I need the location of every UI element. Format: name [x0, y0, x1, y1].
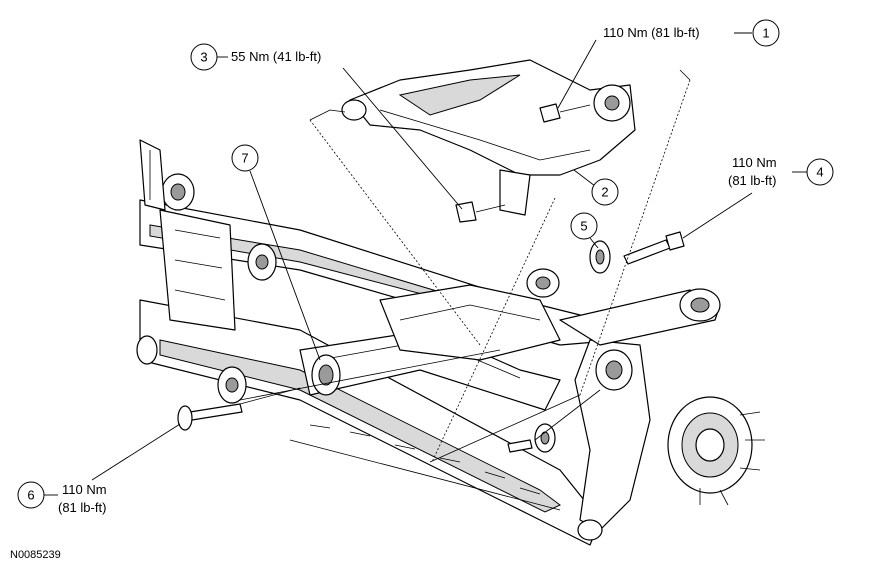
- callout-6-torque-line2: (81 lb-ft): [58, 500, 106, 515]
- callout-1-torque: 110 Nm (81 lb-ft): [603, 25, 700, 40]
- figure-id: N0085239: [10, 549, 61, 561]
- callout-2-number: 2: [601, 185, 608, 200]
- callout-1: 110 Nm (81 lb-ft) 1: [557, 19, 780, 109]
- callout-4-torque-line1: 110 Nm: [732, 155, 777, 170]
- callout-3-torque: 55 Nm (41 lb-ft): [231, 49, 321, 64]
- callout-3-number: 3: [200, 50, 207, 65]
- callout-7-number: 7: [241, 151, 248, 166]
- callout-4: 110 Nm (81 lb-ft) 4: [682, 155, 834, 239]
- callout-6: 6 110 Nm (81 lb-ft): [17, 423, 181, 515]
- callout-4-torque-line2: (81 lb-ft): [728, 173, 776, 188]
- callout-6-number: 6: [27, 488, 34, 503]
- callout-4-number: 4: [816, 165, 823, 180]
- subframe-assembly-illustration: [136, 59, 765, 546]
- callout-6-torque-line1: 110 Nm: [62, 482, 107, 497]
- callout-5-number: 5: [580, 219, 587, 234]
- callout-7: 7: [231, 144, 321, 361]
- callout-1-number: 1: [762, 26, 769, 41]
- callout-2: 2: [573, 169, 619, 206]
- callout-5: 5: [570, 212, 599, 249]
- callout-3: 3 55 Nm (41 lb-ft): [190, 43, 463, 210]
